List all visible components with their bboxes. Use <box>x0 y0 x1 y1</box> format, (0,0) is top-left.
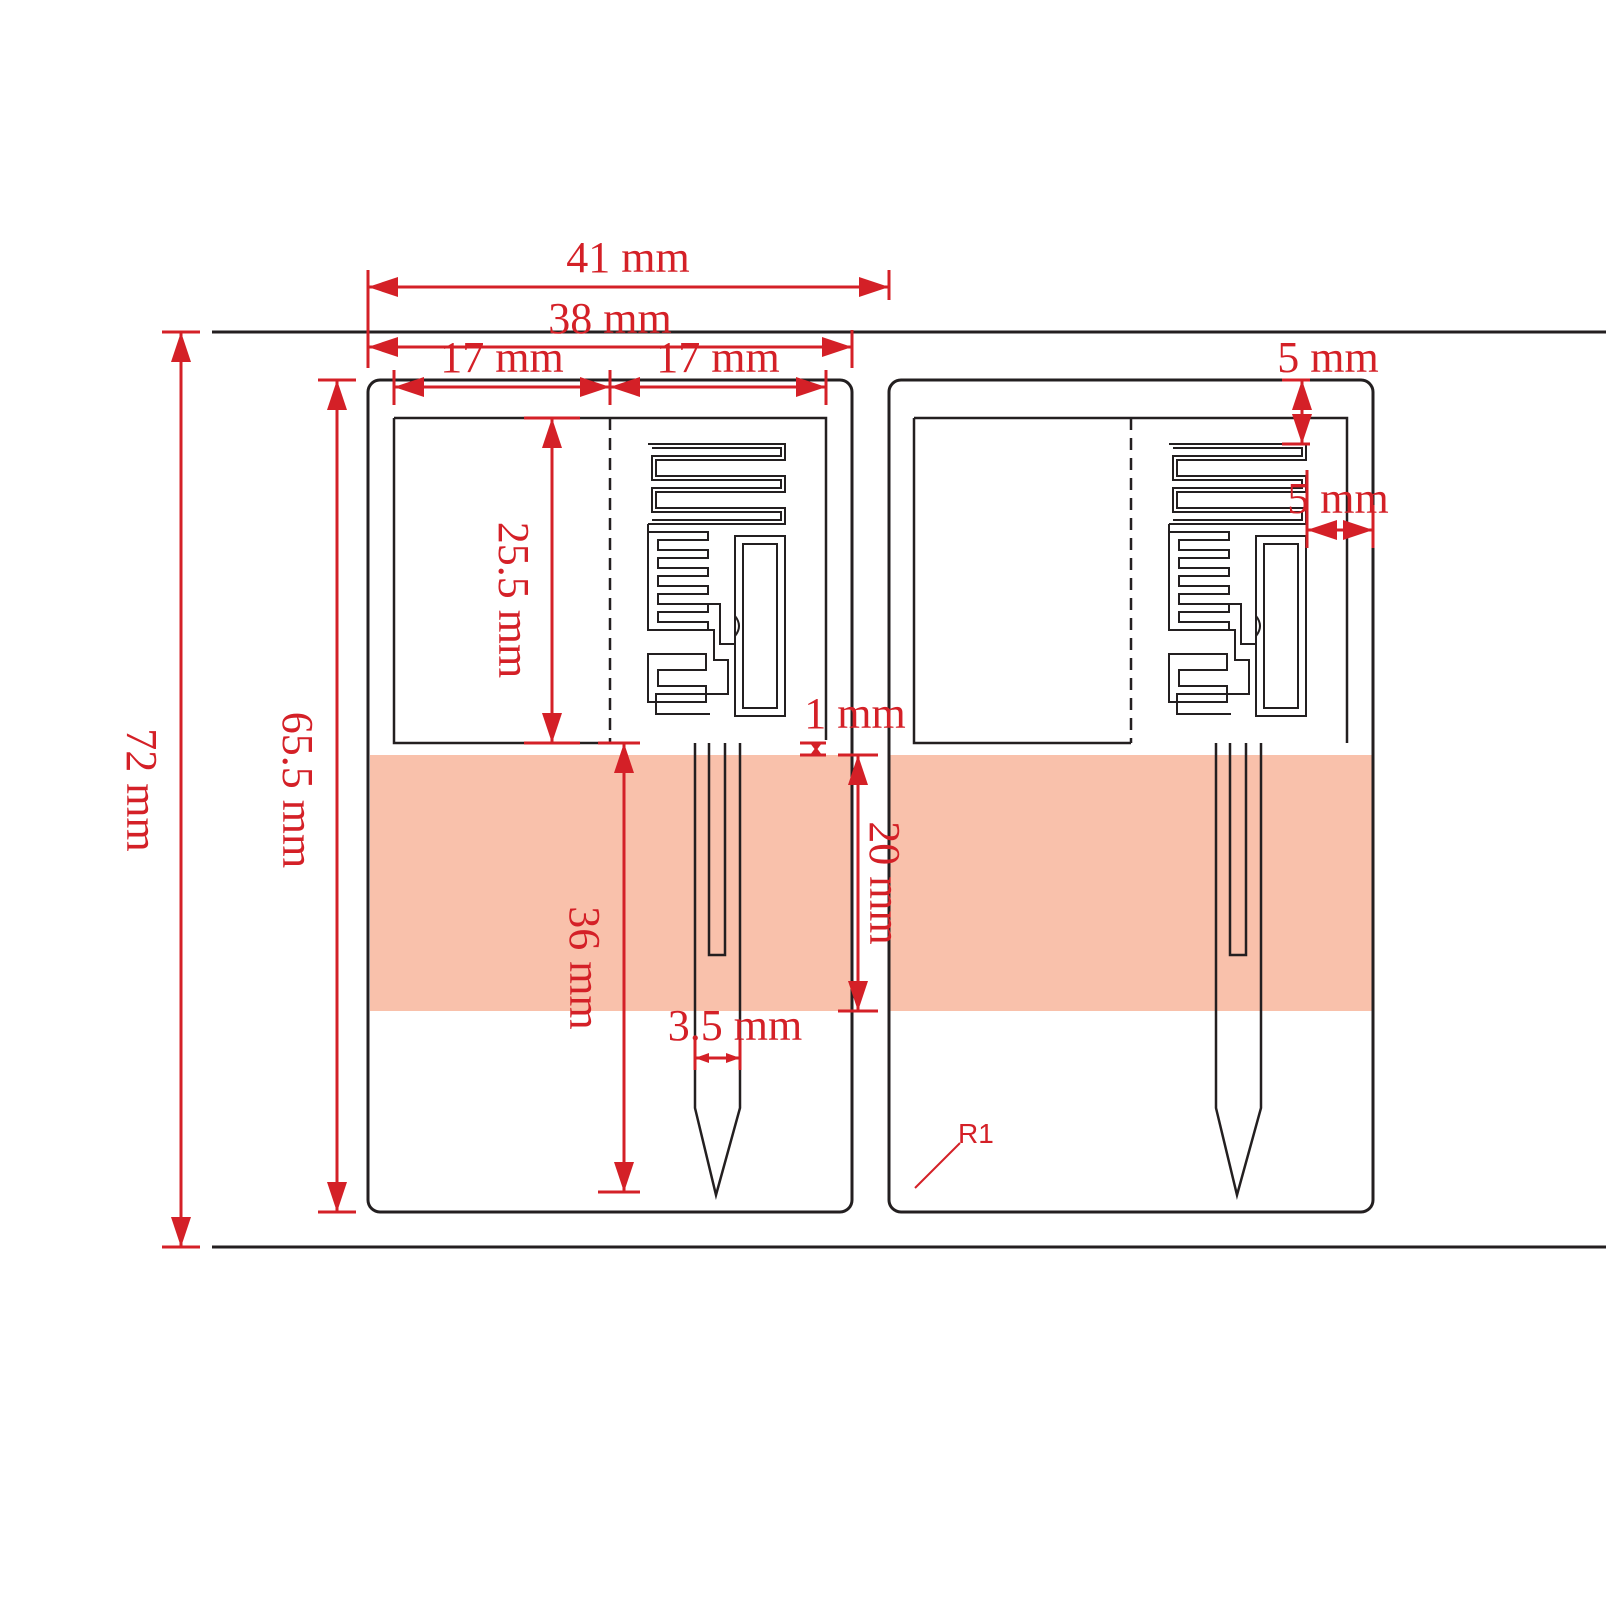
label-top-margin: 5 mm <box>1277 333 1378 382</box>
label-label-height: 65.5 mm <box>273 712 322 868</box>
antenna-right <box>1168 443 1307 717</box>
gap-arrows <box>810 743 822 755</box>
label-band-height: 20 mm <box>860 821 909 944</box>
inlay-right <box>912 416 1349 1200</box>
label-total-width: 41 mm <box>566 233 689 282</box>
label-right-half: 17 mm <box>656 333 779 382</box>
label-right <box>887 378 1375 1214</box>
corner-radius-label: R1 <box>958 1118 994 1149</box>
antenna-left <box>647 443 786 717</box>
band-left <box>370 755 852 1011</box>
label-spike-length: 36 mm <box>560 906 609 1029</box>
label-spike-width: 3.5 mm <box>668 1001 802 1050</box>
label-left-half: 17 mm <box>440 333 563 382</box>
label-inlay-height: 25.5 mm <box>489 522 538 678</box>
label-inner-width: 38 mm <box>548 294 671 343</box>
label-side-margin: 5 mm <box>1287 474 1388 523</box>
r1-leader <box>914 1142 961 1189</box>
label-liner-height: 72 mm <box>117 728 166 851</box>
band-right <box>890 755 1372 1011</box>
label-gap: 1 mm <box>804 689 905 738</box>
